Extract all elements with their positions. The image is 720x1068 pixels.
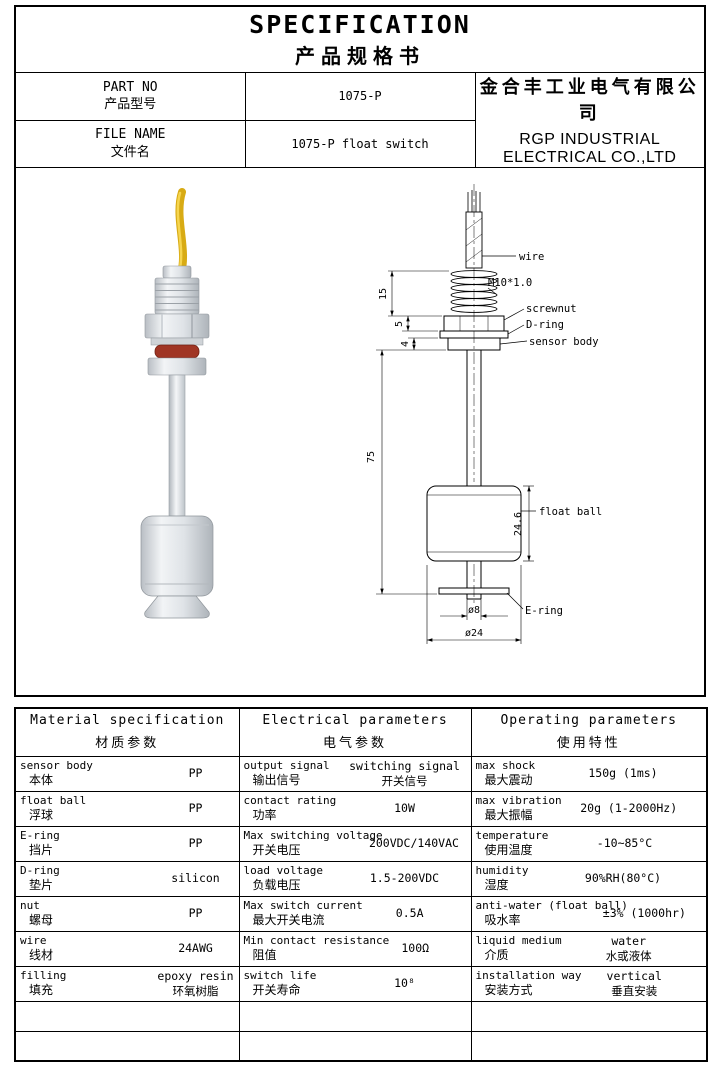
empty-cell [470,1000,708,1032]
company-block: 金合丰工业电气有限公司 RGP INDUSTRIAL ELECTRICAL CO… [474,72,706,168]
electrical-group-header: Electrical parameters 电气参数 [238,707,472,757]
part-no-value: 1075-P [244,72,476,121]
info-table: SPECIFICATION 产品规格书 PART NO 产品型号 1075-P … [14,5,706,697]
dim-dia8: ø8 [468,605,480,616]
empty-row [14,1030,708,1062]
label-wire: wire [519,251,544,263]
dim-24-6: 24.6 [513,512,524,536]
drawing-area: wire M10*1.0 screwnut D-ring sensor body… [14,167,706,697]
dim-4: 4 [400,341,411,347]
company-name-cn: 金合丰工业电气有限公司 [479,77,700,124]
dim-dia24: ø24 [465,628,483,639]
product-photo [140,188,214,619]
part-no-label: PART NO 产品型号 [14,72,246,121]
wire-outline [465,211,483,269]
dim-5: 5 [394,321,405,327]
stem-outline [466,350,482,600]
technical-drawing [376,184,536,644]
file-name-label: FILE NAME 文件名 [14,119,246,168]
material-group-header: Material specification 材质参数 [14,707,240,757]
product-drawing: wire M10*1.0 screwnut D-ring sensor body… [140,184,602,644]
drawing-labels: wire M10*1.0 screwnut D-ring sensor body… [366,251,602,639]
thread-coil [450,270,498,313]
o-ring-photo [154,344,200,359]
label-sensor-body: sensor body [529,336,599,348]
empty-cell [470,1030,708,1062]
label-thread: M10*1.0 [488,277,532,289]
e-ring-outline [438,587,510,595]
base-flange-photo [144,595,210,619]
page-title-cn: 产品规格书 [295,44,425,68]
parameters-table: Material specification 材质参数 Electrical p… [14,707,708,1062]
thread-photo [154,277,200,315]
empty-row [14,1000,708,1032]
page-title: SPECIFICATION [249,10,471,39]
operating-cell: anti-water (float ball)吸水率 ±3% (1000hr) [470,895,708,932]
stem-photo [168,374,186,517]
label-e-ring: E-ring [525,605,563,617]
dimension-lines [376,270,534,644]
empty-cell [14,1000,240,1032]
label-float-ball: float ball [539,506,602,518]
empty-cell [14,1030,240,1062]
float-ball-outline [426,485,522,562]
dim-75: 75 [366,451,377,463]
lower-nut-photo [147,357,207,376]
table-header-row: Material specification 材质参数 Electrical p… [14,707,708,757]
label-d-ring: D-ring [526,319,564,331]
dim-15: 15 [378,288,389,300]
hex-nut-photo [144,313,210,339]
operating-group-header: Operating parameters 使用特性 [470,707,708,757]
title-block: SPECIFICATION 产品规格书 [14,5,706,73]
empty-cell [238,1030,472,1062]
file-name-value: 1075-P float switch [244,119,476,168]
washer-photo [150,337,204,346]
empty-cell [238,1000,472,1032]
cap-photo [162,265,192,279]
label-screwnut: screwnut [526,303,577,315]
company-name-en: RGP INDUSTRIAL ELECTRICAL CO.,LTD [503,131,677,166]
